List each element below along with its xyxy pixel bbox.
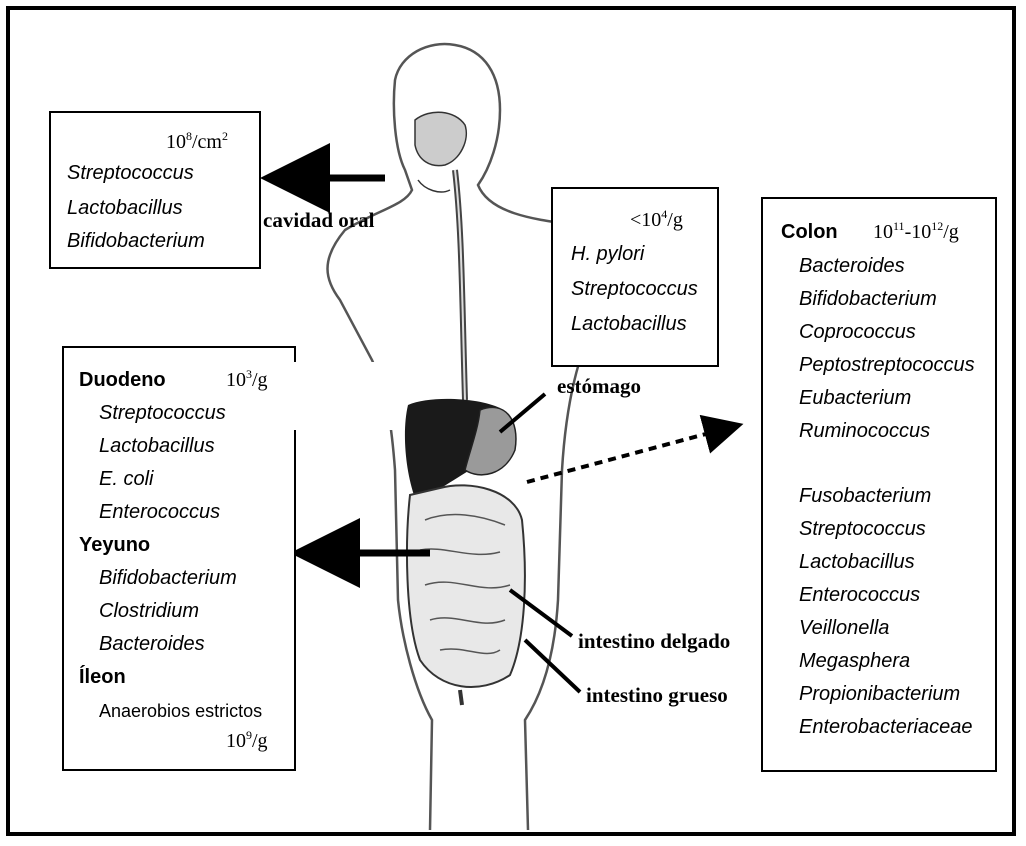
- colon-species-3: Coprococcus: [799, 321, 916, 343]
- label-stomach: estómago: [557, 374, 641, 399]
- colon-title: Colon: [781, 221, 838, 243]
- stomach-species-3: Lactobacillus: [571, 313, 687, 335]
- label-mask: [282, 362, 402, 430]
- colon-species-1: Bacteroides: [799, 255, 905, 277]
- colon-species-4: Peptostreptococcus: [799, 354, 975, 376]
- colon-density: 1011-1012/g: [873, 221, 959, 243]
- colon-species-2: Bifidobacterium: [799, 288, 937, 310]
- small-intestine-flora-box: Duodeno 103/g Streptococcus Lactobacillu…: [62, 346, 296, 771]
- ileon-title: Íleon: [79, 666, 126, 688]
- oral-species-1: Streptococcus: [67, 162, 194, 184]
- stomach-flora-box: <104/g H. pylori Streptococcus Lactobaci…: [551, 187, 719, 367]
- colon-species-12: Megasphera: [799, 650, 910, 672]
- oral-density: 108/cm2: [166, 131, 228, 153]
- oral-flora-box: 108/cm2 Streptococcus Lactobacillus Bifi…: [49, 111, 261, 269]
- colon-species-11: Veillonella: [799, 617, 889, 639]
- ileon-note: Anaerobios estrictos: [99, 700, 262, 722]
- yeyuno-title: Yeyuno: [79, 534, 150, 556]
- stomach-density: <104/g: [630, 209, 683, 231]
- duodeno-title: Duodeno: [79, 369, 166, 391]
- stomach-species-1: H. pylori: [571, 243, 644, 265]
- yeyuno-species-2: Clostridium: [99, 600, 199, 622]
- colon-flora-box: Colon 1011-1012/g Bacteroides Bifidobact…: [761, 197, 997, 772]
- duodeno-density: 103/g: [226, 369, 268, 391]
- colon-species-13: Propionibacterium: [799, 683, 960, 705]
- label-large-intestine: intestino grueso: [586, 683, 728, 708]
- ileon-density: 109/g: [226, 730, 268, 752]
- yeyuno-species-3: Bacteroides: [99, 633, 205, 655]
- colon-species-6: Ruminococcus: [799, 420, 930, 442]
- duodeno-species-1: Streptococcus: [99, 402, 226, 424]
- label-oral-cavity: cavidad oral: [263, 208, 374, 233]
- arrow-colon: [527, 428, 728, 482]
- duodeno-species-2: Lactobacillus: [99, 435, 215, 457]
- colon-species-5: Eubacterium: [799, 387, 911, 409]
- yeyuno-species-1: Bifidobacterium: [99, 567, 237, 589]
- oral-cavity: [415, 112, 466, 165]
- colon-species-14: Enterobacteriaceae: [799, 716, 972, 738]
- colon-species-8: Streptococcus: [799, 518, 926, 540]
- oral-species-2: Lactobacillus: [67, 197, 183, 219]
- colon-species-10: Enterococcus: [799, 584, 920, 606]
- duodeno-species-4: Enterococcus: [99, 501, 220, 523]
- oral-species-3: Bifidobacterium: [67, 230, 205, 252]
- label-small-intestine: intestino delgado: [578, 629, 730, 654]
- duodeno-species-3: E. coli: [99, 468, 153, 490]
- stomach-species-2: Streptococcus: [571, 278, 698, 300]
- colon-species-9: Lactobacillus: [799, 551, 915, 573]
- colon-species-7: Fusobacterium: [799, 485, 931, 507]
